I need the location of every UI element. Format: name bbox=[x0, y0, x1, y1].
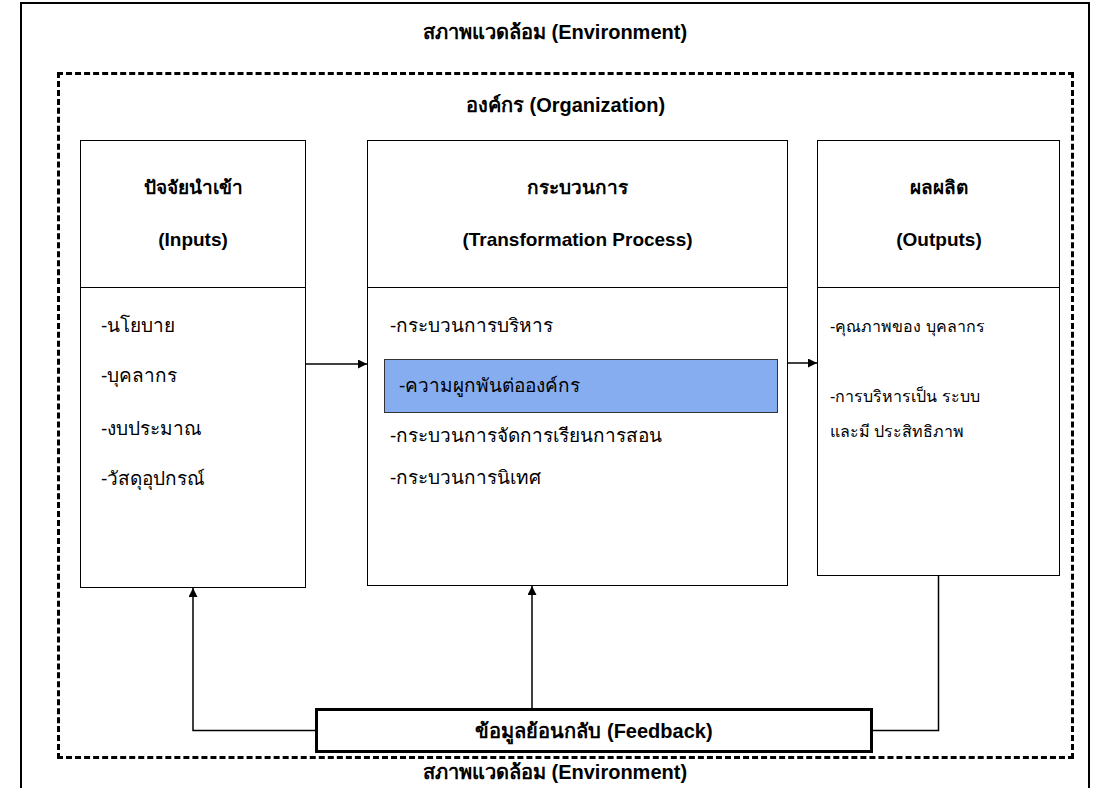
flow-arrow bbox=[531, 586, 533, 708]
list-item: -กระบวนการบริหาร bbox=[390, 311, 553, 341]
list-item: -กระบวนการจัดการเรียนการสอน bbox=[390, 421, 662, 451]
flow-arrow bbox=[306, 363, 367, 365]
box-heading: ปัจจัยนำเข้า (Inputs) bbox=[142, 162, 244, 266]
environment-frame: ปัจจัยนำเข้า (Inputs) -นโยบาย -บุคลากร -งบป… bbox=[20, 2, 1090, 788]
list-item: -งบประมาณ bbox=[101, 414, 202, 444]
box-heading: กระบวนการ (Transformation Process) bbox=[461, 162, 694, 266]
list-item: -คุณภาพของ บุคลากร bbox=[830, 309, 995, 344]
highlight-item: -ความผูกพันต่อองค์กร bbox=[399, 373, 580, 399]
output-box: ผลผลิต (Outputs) -คุณภาพของ บุคลากร -การบร… bbox=[817, 140, 1060, 576]
list-item: -วัสดุอุปกรณ์ bbox=[101, 464, 205, 494]
environment-title: สภาพแวดล้อม (Environment) bbox=[22, 758, 1088, 786]
header-divider bbox=[818, 287, 1059, 288]
flow-arrow bbox=[788, 362, 817, 364]
list-item: -การบริหารเป็น ระบบและมี ประสิทธิภาพ bbox=[830, 379, 995, 449]
list-item: -กระบวนการนิเทศ bbox=[390, 463, 541, 493]
environment-title: สภาพแวดล้อม (Environment) bbox=[22, 18, 1088, 46]
header-divider bbox=[81, 287, 305, 288]
list-item: -นโยบาย bbox=[101, 311, 175, 341]
flow-arrow bbox=[873, 576, 939, 731]
feedback-box: ข้อมูลย้อนกลับ (Feedback) bbox=[315, 708, 873, 753]
list-item: -บุคลากร bbox=[101, 361, 177, 391]
feedback-label: ข้อมูลย้อนกลับ (Feedback) bbox=[318, 718, 870, 744]
process-box: -ความผูกพันต่อองค์กร กระบวนการ (Transform… bbox=[367, 140, 788, 586]
organization-frame: ปัจจัยนำเข้า (Inputs) -นโยบาย -บุคลากร -งบป… bbox=[57, 72, 1074, 759]
organization-title: องค์กร (Organization) bbox=[60, 91, 1071, 119]
box-heading: ผลผลิต (Outputs) bbox=[896, 162, 982, 266]
input-box: ปัจจัยนำเข้า (Inputs) -นโยบาย -บุคลากร -งบป… bbox=[80, 140, 306, 588]
highlight-box: -ความผูกพันต่อองค์กร bbox=[384, 359, 778, 413]
header-divider bbox=[368, 287, 787, 288]
flow-arrow bbox=[193, 588, 315, 731]
